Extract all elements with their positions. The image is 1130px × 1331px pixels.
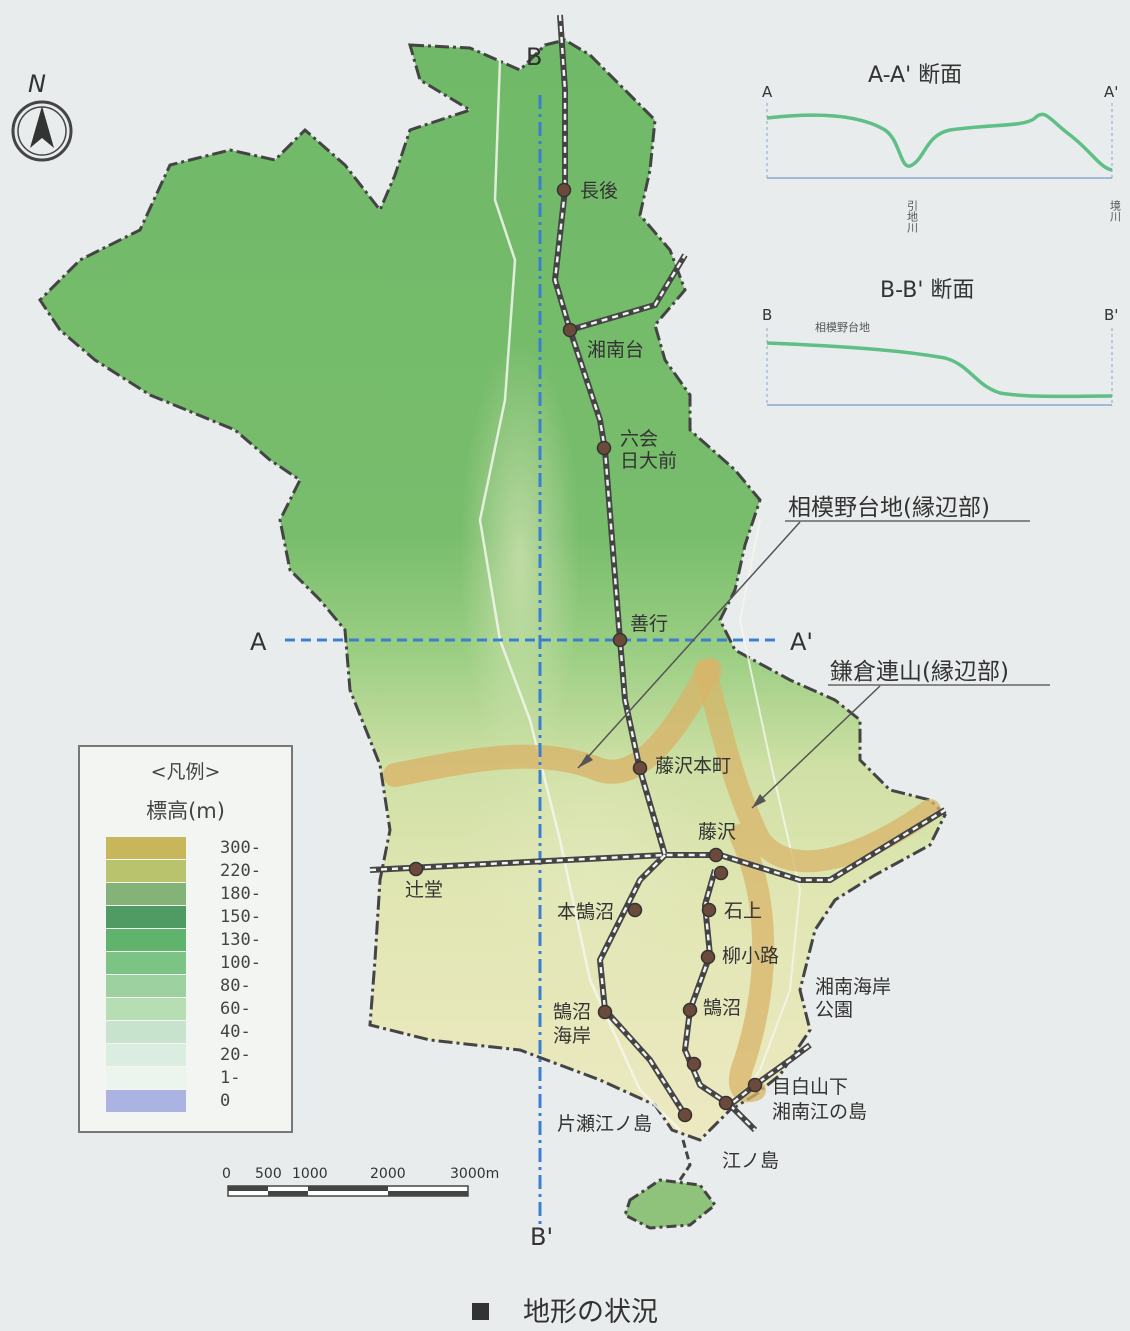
section-a-end-label: A' xyxy=(790,628,813,656)
legend-swatch xyxy=(106,1090,186,1112)
legend-title: <凡例> xyxy=(150,761,221,783)
profile-b-plateau-label: 相模野台地 xyxy=(815,320,870,334)
callout-kamakura-hills: 鎌倉連山(縁辺部) xyxy=(751,659,1050,809)
legend-swatch xyxy=(106,906,186,928)
legend-label: 300- xyxy=(220,838,261,858)
legend-swatch xyxy=(106,860,186,882)
legend-label: 150- xyxy=(220,907,261,927)
figure-caption: 地形の状況 xyxy=(0,1290,1130,1329)
legend-swatch xyxy=(106,883,186,905)
legend-swatch xyxy=(106,975,186,997)
legend-color xyxy=(106,929,186,951)
svg-text:B': B' xyxy=(1104,306,1118,324)
svg-text:0: 0 xyxy=(222,1166,231,1182)
station-label-zengyo: 善行 xyxy=(630,613,668,635)
station-label-mejiroyamashita: 目白山下 xyxy=(772,1076,848,1098)
profile-b-title: B-B' 断面 xyxy=(880,278,974,303)
enoshima-island xyxy=(623,1178,718,1230)
station-label-shonankaigankoen-2: 公園 xyxy=(815,999,853,1021)
legend-swatch xyxy=(106,929,186,951)
caption-square-icon xyxy=(472,1303,489,1320)
sagami-plateau-band xyxy=(383,658,722,787)
svg-text:500: 500 xyxy=(255,1166,282,1182)
legend-swatch xyxy=(106,1067,186,1089)
legend-swatch xyxy=(106,998,186,1020)
legend-color xyxy=(106,998,186,1020)
section-a-start-label: A xyxy=(250,628,267,656)
legend-swatch xyxy=(106,1044,186,1066)
station-label-katasenoshima: 片瀬江ノ島 xyxy=(557,1113,652,1135)
svg-text:1000: 1000 xyxy=(292,1166,328,1182)
legend-color xyxy=(106,1044,186,1066)
station-label-fujisawa: 藤沢 xyxy=(698,821,736,843)
legend-label: 80- xyxy=(220,976,251,996)
svg-text:3000m: 3000m xyxy=(450,1166,499,1182)
north-arrow: N xyxy=(11,70,73,162)
legend-label: 1- xyxy=(220,1068,241,1088)
legend-label: 40- xyxy=(220,1022,251,1042)
station-label-chogo: 長後 xyxy=(580,180,618,202)
kamakura-hills-band xyxy=(694,659,941,1103)
station-label-fujisawahoncho: 藤沢本町 xyxy=(655,755,731,777)
legend-color xyxy=(106,883,186,905)
legend-label: 100- xyxy=(220,953,261,973)
profile-a: A-A' 断面 A A' 引地川 境川 xyxy=(762,63,1122,233)
legend-subtitle: 標高(m) xyxy=(146,799,225,823)
legend-color xyxy=(106,1067,186,1089)
legend-color xyxy=(106,952,186,974)
station-label-nichidaimae: 日大前 xyxy=(620,450,677,472)
legend-color xyxy=(106,837,186,859)
profile-b: B-B' 断面 B B' 相模野台地 xyxy=(762,278,1118,406)
legend-label: 130- xyxy=(220,930,261,950)
legend-label: 20- xyxy=(220,1045,251,1065)
svg-text:B: B xyxy=(762,306,772,324)
legend-color xyxy=(106,1090,186,1112)
legend-swatch xyxy=(106,952,186,974)
legend-label: 0 xyxy=(220,1091,231,1111)
callout-sagami-plateau: 相模野台地(縁辺部) xyxy=(577,495,1030,769)
station-dots xyxy=(408,182,763,1123)
section-b-start-label: B xyxy=(526,43,542,71)
legend-color xyxy=(106,975,186,997)
station-label-kugenumakaigan-1: 鵠沼 xyxy=(553,1001,591,1023)
station-label-enoshima: 江ノ島 xyxy=(722,1150,779,1172)
station-label-shonankaigankoen-1: 湘南海岸 xyxy=(815,976,891,998)
legend-label: 60- xyxy=(220,999,251,1019)
station-label-shonanenoshima: 湘南江の島 xyxy=(772,1101,867,1123)
legend-swatch xyxy=(106,837,186,859)
scale-bar: 0 500 1000 2000 3000m xyxy=(222,1166,499,1197)
profile-a-title: A-A' 断面 xyxy=(868,63,962,88)
railway-lines xyxy=(369,14,947,1133)
sagami-plateau-label: 相模野台地(縁辺部) xyxy=(788,495,990,521)
station-label-honkugenuma: 本鵠沼 xyxy=(557,901,614,923)
station-label-tsujido: 辻堂 xyxy=(405,879,443,901)
station-label-shonandai: 湘南台 xyxy=(587,339,644,361)
svg-text:A': A' xyxy=(1104,83,1118,101)
station-label-kugenumakaigan-2: 海岸 xyxy=(553,1025,591,1047)
profile-a-sakai-river: 境川 xyxy=(1109,199,1122,222)
profile-a-hikichi-river: 引地川 xyxy=(906,199,919,233)
station-label-ishigami: 石上 xyxy=(724,900,762,922)
kamakura-hills-label: 鎌倉連山(縁辺部) xyxy=(830,659,1009,685)
legend-label: 220- xyxy=(220,861,261,881)
station-label-kugenuma: 鵠沼 xyxy=(703,997,741,1019)
station-label-mutsuai: 六会 xyxy=(620,428,658,450)
north-label: N xyxy=(28,70,46,98)
legend-color xyxy=(106,1021,186,1043)
legend-swatch xyxy=(106,1021,186,1043)
station-label-yanagikoji: 柳小路 xyxy=(722,945,779,967)
north-arrow-icon xyxy=(30,106,54,148)
legend-color xyxy=(106,906,186,928)
legend-label: 180- xyxy=(220,884,261,904)
legend-color xyxy=(106,860,186,882)
section-b-end-label: B' xyxy=(530,1223,553,1251)
elevation-legend: <凡例> 標高(m) 300- 220- 180- 150- 130- 100- 80- 60… xyxy=(78,745,293,1133)
svg-text:A: A xyxy=(762,83,773,101)
svg-text:2000: 2000 xyxy=(370,1166,406,1182)
